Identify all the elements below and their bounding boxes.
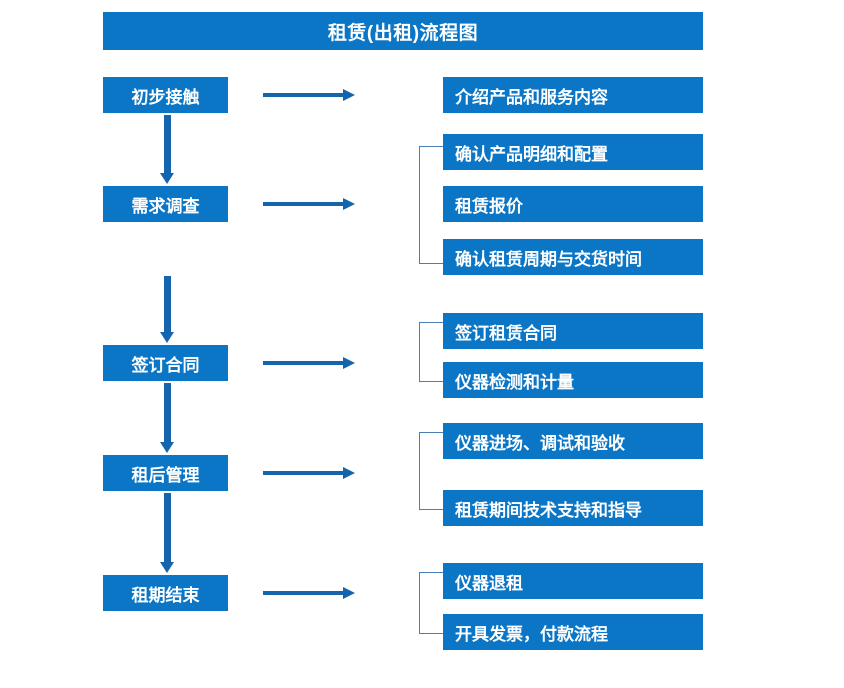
arrow-shaft xyxy=(263,361,343,365)
bracket-connector-4 xyxy=(419,432,443,510)
detail-box-2-2[interactable]: 租赁报价 xyxy=(443,186,703,222)
arrow-shaft xyxy=(263,471,343,475)
detail-box-3-2[interactable]: 仪器检测和计量 xyxy=(443,362,703,398)
arrow-shaft xyxy=(263,591,343,595)
arrow-head-icon xyxy=(343,89,355,101)
vertical-arrow-4 xyxy=(160,493,174,573)
stage-box-3[interactable]: 签订合同 xyxy=(103,345,228,381)
bracket-connector-2 xyxy=(419,146,443,264)
arrow-shaft xyxy=(164,276,171,332)
stage-box-5[interactable]: 租期结束 xyxy=(103,575,228,611)
stage-box-2[interactable]: 需求调查 xyxy=(103,186,228,222)
arrow-shaft xyxy=(164,493,171,562)
arrow-head-icon xyxy=(160,442,174,453)
horizontal-arrow-4 xyxy=(263,467,357,479)
detail-box-4-1[interactable]: 仪器进场、调试和验收 xyxy=(443,423,703,459)
vertical-arrow-2 xyxy=(160,276,174,343)
detail-box-1-1[interactable]: 介绍产品和服务内容 xyxy=(443,77,703,113)
arrow-shaft xyxy=(263,93,343,97)
horizontal-arrow-2 xyxy=(263,198,357,210)
arrow-shaft xyxy=(164,383,171,442)
arrow-head-icon xyxy=(343,198,355,210)
arrow-head-icon xyxy=(343,357,355,369)
horizontal-arrow-5 xyxy=(263,587,357,599)
arrow-shaft xyxy=(263,202,343,206)
detail-box-2-3[interactable]: 确认租赁周期与交货时间 xyxy=(443,239,703,275)
arrow-head-icon xyxy=(160,173,174,184)
bracket-connector-5 xyxy=(419,572,443,634)
horizontal-arrow-3 xyxy=(263,357,357,369)
vertical-arrow-3 xyxy=(160,383,174,453)
bracket-connector-3 xyxy=(419,322,443,382)
stage-box-1[interactable]: 初步接触 xyxy=(103,77,228,113)
arrow-shaft xyxy=(164,115,171,173)
horizontal-arrow-1 xyxy=(263,89,357,101)
detail-box-5-1[interactable]: 仪器退租 xyxy=(443,563,703,599)
detail-box-4-2[interactable]: 租赁期间技术支持和指导 xyxy=(443,490,703,526)
diagram-title: 租赁(出租)流程图 xyxy=(103,12,703,50)
detail-box-2-1[interactable]: 确认产品明细和配置 xyxy=(443,134,703,170)
arrow-head-icon xyxy=(160,562,174,573)
detail-box-3-1[interactable]: 签订租赁合同 xyxy=(443,313,703,349)
arrow-head-icon xyxy=(160,332,174,343)
vertical-arrow-1 xyxy=(160,115,174,184)
arrow-head-icon xyxy=(343,467,355,479)
arrow-head-icon xyxy=(343,587,355,599)
stage-box-4[interactable]: 租后管理 xyxy=(103,455,228,491)
detail-box-5-2[interactable]: 开具发票，付款流程 xyxy=(443,614,703,650)
